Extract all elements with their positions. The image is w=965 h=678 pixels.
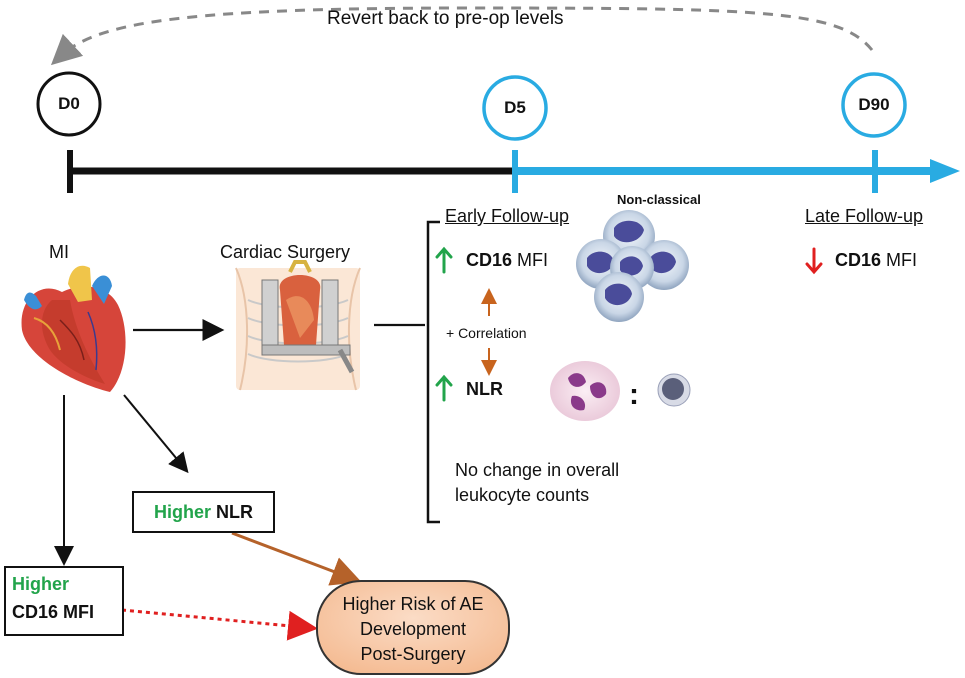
arrow-mi-to-higher-nlr (123, 394, 189, 474)
late-cd16-text: CD16 MFI (835, 250, 917, 271)
surgery-illustration (235, 260, 361, 391)
early-cd16-bold: CD16 (466, 250, 513, 270)
node-d5-label: D5 (504, 98, 526, 117)
late-followup-title: Late Follow-up (805, 206, 924, 226)
risk-text: Higher Risk of AE Development Post-Surge… (317, 592, 509, 667)
node-d0-label: D0 (58, 94, 80, 113)
nonclassical-monocytes-illustration (576, 210, 689, 322)
node-d0-circle (36, 71, 102, 137)
early-cd16-text: CD16 MFI (466, 250, 548, 271)
early-cd16-suffix: MFI (517, 250, 549, 270)
revert-arrow (50, 6, 874, 66)
higher-nlr-higher: Higher (153, 501, 211, 522)
up-arrow-icon (435, 374, 453, 402)
node-d90-circle (841, 72, 907, 138)
arrow-nlr-to-risk (231, 531, 362, 586)
higher-cd16-higher: Higher (12, 574, 70, 594)
correlation-label: + Correlation (446, 325, 527, 341)
revert-label: Revert back to pre-op levels (327, 8, 564, 29)
early-nlr-label: NLR (466, 379, 503, 399)
nonclassical-label: Non-classical (617, 192, 701, 207)
heart-illustration (21, 265, 126, 392)
late-cd16-suffix: MFI (886, 250, 918, 270)
mi-label: MI (49, 242, 69, 262)
down-arrow-icon (805, 247, 823, 275)
no-change-line1: No change in overall (455, 460, 620, 480)
node-d90-label: D90 (858, 95, 890, 114)
node-d5-circle (482, 75, 548, 141)
lymphocyte-illustration (657, 373, 691, 407)
early-followup-title: Early Follow-up (445, 206, 570, 226)
higher-nlr-nlr: NLR (216, 501, 254, 522)
surgery-label: Cardiac Surgery (220, 242, 351, 262)
higher-nlr-box: Higher NLR (132, 491, 275, 533)
higher-cd16-line2: CD16 MFI (12, 602, 95, 622)
risk-line3: Post-Surgery (360, 644, 466, 664)
risk-box (316, 580, 510, 675)
higher-cd16-box: Higher CD16 MFI (4, 566, 124, 636)
ratio-colon: : (629, 378, 639, 411)
timeline-arrowhead (930, 159, 960, 183)
late-cd16-bold: CD16 (835, 250, 882, 270)
no-change-line2: leukocyte counts (455, 485, 590, 505)
early-followup-bracket (426, 220, 440, 524)
neutrophil-illustration (550, 361, 620, 421)
up-arrow-icon (435, 246, 453, 274)
risk-line1: Higher Risk of AE (342, 594, 484, 614)
risk-line2: Development (359, 619, 467, 639)
arrow-cd16-to-risk (121, 608, 318, 641)
